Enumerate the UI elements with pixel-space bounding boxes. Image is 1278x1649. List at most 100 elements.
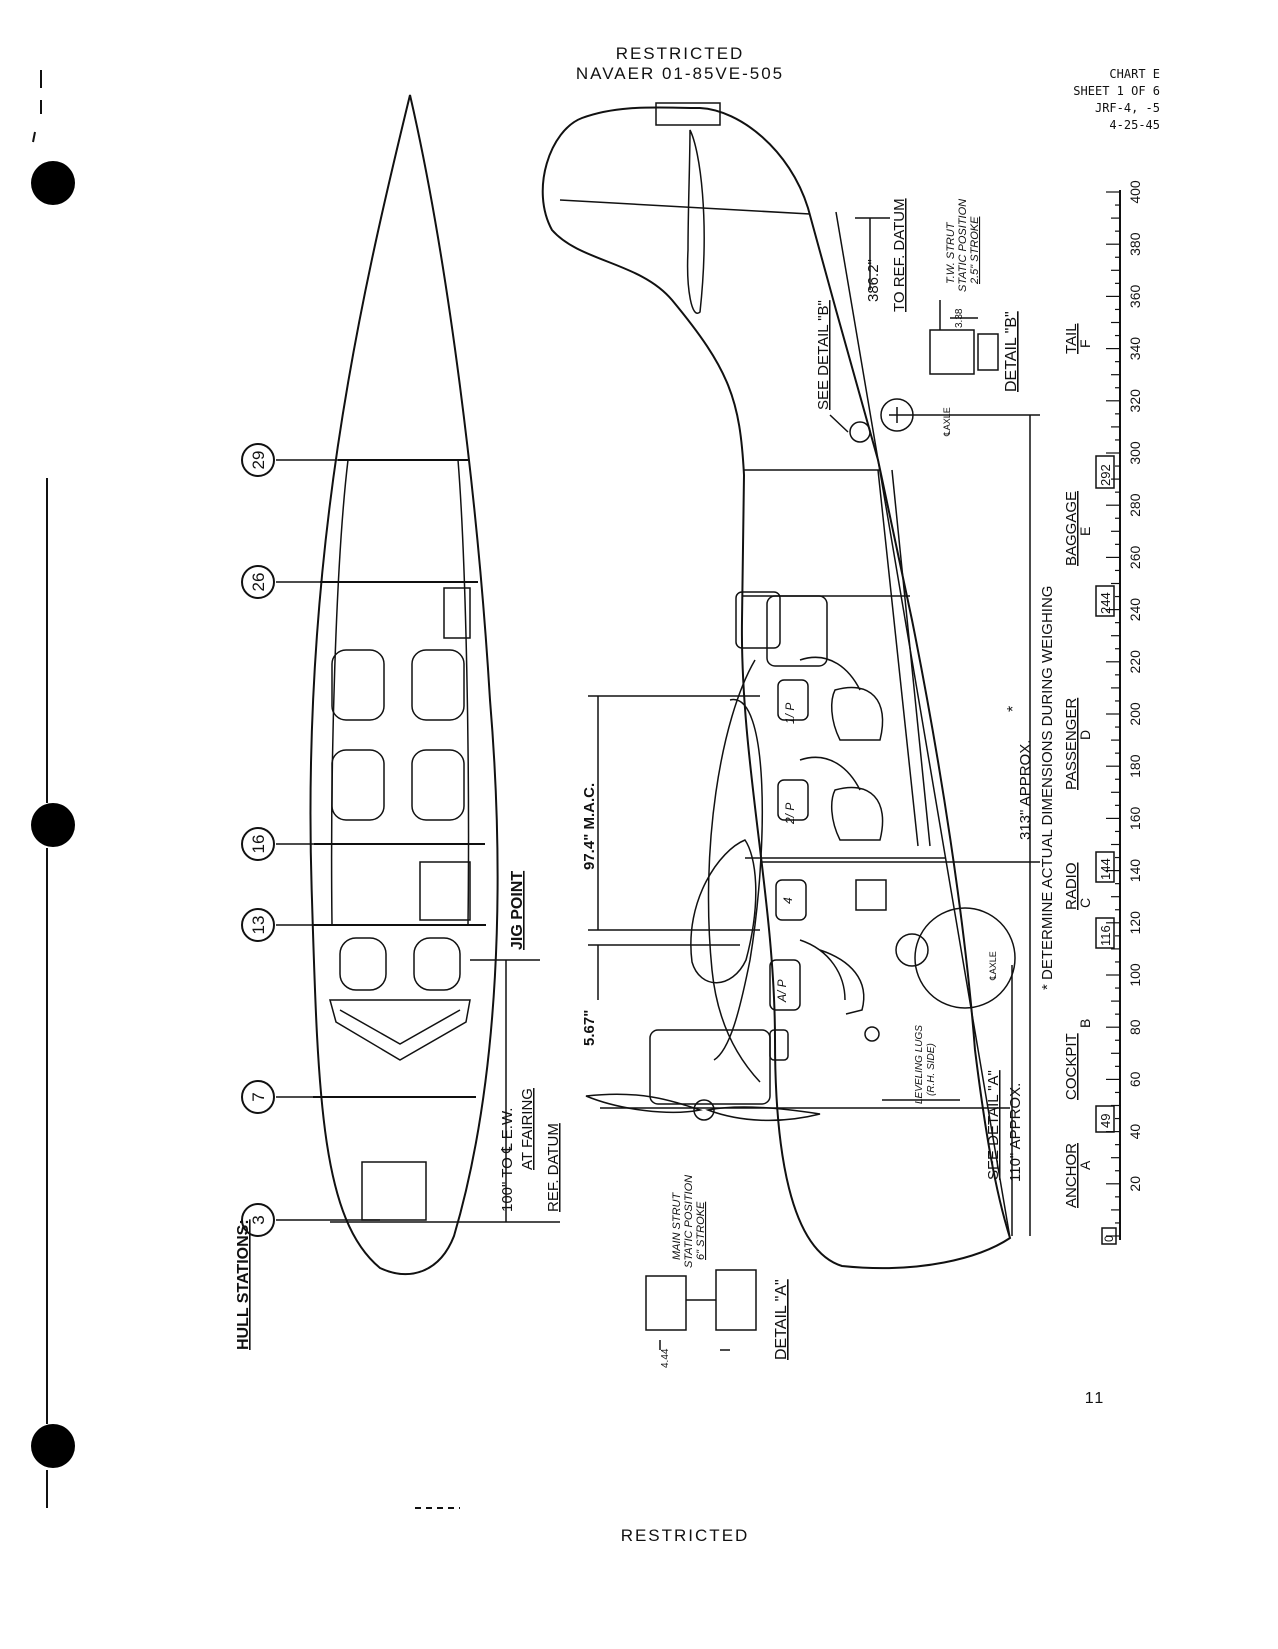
engine-nacelle <box>649 1029 771 1105</box>
station-box-49 <box>1095 1105 1115 1133</box>
plan-passenger-seat-1 <box>331 649 385 721</box>
cabin-window-3 <box>775 879 807 921</box>
comp-baggage-station: 292 <box>1098 464 1113 486</box>
detail-a-title: DETAIL "A" <box>773 1279 790 1360</box>
plan-passenger-seat-2 <box>411 649 465 721</box>
scale-label: 380 <box>1127 232 1143 256</box>
leveling-lug <box>864 1026 880 1042</box>
scale-tick-marks <box>1106 191 1120 1237</box>
scale-label: 140 <box>1127 859 1143 883</box>
baggage-door <box>735 591 781 649</box>
scale-label: 180 <box>1127 754 1143 778</box>
side-dimensions <box>588 217 1040 1236</box>
sheet-info: CHART E SHEET 1 OF 6 JRF-4, -5 4-25-45 <box>1000 66 1160 134</box>
seat-label-1: 1/ P <box>783 703 797 724</box>
seat-side-cockpit <box>799 939 865 1015</box>
aft-cabin-window <box>766 595 828 667</box>
comp-cockpit-letter: B <box>1077 1019 1093 1028</box>
station-box-292 <box>1095 455 1115 489</box>
axle-main-centerline: ℄ <box>988 974 998 981</box>
hull-stations-title: HULL STATIONS: <box>235 1219 252 1350</box>
station-circle-13 <box>241 908 275 942</box>
scale-label: 200 <box>1127 702 1143 726</box>
plan-passenger-seat-4 <box>411 749 465 821</box>
comp-passenger: PASSENGER <box>1063 698 1080 790</box>
binder-hole-middle <box>31 803 75 847</box>
tail-dim-label: 386.2" <box>865 259 882 302</box>
axle-label-tail: ℄AXLE <box>942 407 952 437</box>
sheet-chart: CHART E <box>1109 67 1160 81</box>
scale-label: 20 <box>1127 1176 1143 1192</box>
station-markers <box>241 443 275 1237</box>
comp-cockpit: COCKPIT <box>1063 1033 1080 1100</box>
plan-anchor-hatch <box>361 1161 427 1221</box>
tail-cap <box>655 102 721 126</box>
sheet-number: SHEET 1 OF 6 <box>1073 84 1160 98</box>
plan-cockpit-panel <box>329 999 471 1061</box>
seat-label-3: 4 <box>781 897 795 904</box>
cabin-window-2 <box>777 779 809 821</box>
plan-aux-box-aft <box>443 587 471 639</box>
side-view <box>541 102 1016 1270</box>
station-number-16: 16 <box>249 835 268 854</box>
propeller-blade-1 <box>585 1093 703 1114</box>
header-classification: RESTRICTED <box>615 44 745 63</box>
detail-b-title: DETAIL "B" <box>1003 311 1020 392</box>
scale-label: 120 <box>1127 911 1143 935</box>
station-number-13: 13 <box>249 916 268 935</box>
at-fairing-label: AT FAIRING <box>519 1088 536 1170</box>
comp-anchor: ANCHOR <box>1063 1143 1080 1208</box>
comp-radio-letter: C <box>1077 898 1093 908</box>
detail-b-line2: STATIC POSITION <box>957 199 969 292</box>
scale-label: 340 <box>1127 337 1143 361</box>
comp-anchor-station: 49 <box>1098 1114 1113 1128</box>
scale-label: 400 <box>1127 180 1143 204</box>
main-wheel <box>914 907 1016 1009</box>
station-number-26: 26 <box>249 573 268 592</box>
scale-label: 40 <box>1127 1124 1143 1140</box>
scale-origin: 0 <box>1102 1235 1116 1242</box>
main-wheel-hub <box>895 933 929 967</box>
cockpit-window-1 <box>769 959 801 1011</box>
station-circle-26 <box>241 565 275 599</box>
binder-hole-top <box>31 161 75 205</box>
station-number-29: 29 <box>249 451 268 470</box>
binder-hole-bottom <box>31 1424 75 1468</box>
scale-label: 300 <box>1127 441 1143 465</box>
station-number-7: 7 <box>249 1092 268 1101</box>
detail-a-line2: STATIC POSITION <box>683 1175 695 1268</box>
scale-label: 160 <box>1127 807 1143 831</box>
station-number-3: 3 <box>249 1215 268 1224</box>
header-doc-number: NAVAER 01-85VE-505 <box>575 64 785 83</box>
comp-radio: RADIO <box>1063 862 1080 910</box>
determine-label: * DETERMINE ACTUAL DIMENSIONS DURING WEI… <box>1039 586 1056 990</box>
station-circle-3 <box>241 1203 275 1237</box>
detail-b-sketch <box>929 300 999 375</box>
wing-airfoil <box>690 839 757 984</box>
scale-label: 60 <box>1127 1071 1143 1087</box>
detail-a-sketch <box>645 1269 757 1351</box>
station-box-116 <box>1095 917 1115 949</box>
plan-passenger-seat-3 <box>331 749 385 821</box>
cabin-floor-line <box>877 469 919 847</box>
comp-passenger-letter: D <box>1077 730 1093 740</box>
axle-label-main: ℄AXLE <box>988 951 998 981</box>
cabin-floor-line-2 <box>891 469 931 847</box>
hull-side-outline <box>541 106 1012 1270</box>
scale-origin-box <box>1101 1227 1117 1245</box>
detail-b-line1: T.W. STRUT <box>945 221 957 284</box>
comp-tail-letter: F <box>1077 339 1093 348</box>
station-scale <box>1101 190 1121 1245</box>
seat-label-2: 2/ P <box>783 803 797 825</box>
ref-datum-label: REF. DATUM <box>545 1123 562 1212</box>
station-box-244 <box>1095 585 1115 617</box>
plan-cabin-floor <box>330 459 470 926</box>
comp-baggage-letter: E <box>1077 527 1093 536</box>
mac-label: 97.4" M.A.C. <box>581 783 598 870</box>
sheet-date: 4-25-45 <box>1109 118 1160 132</box>
footer-classification: RESTRICTED <box>620 1526 750 1545</box>
jig-point-label: JIG POINT <box>509 871 526 950</box>
fin-leading-edge <box>559 199 811 215</box>
comp-radio-station-116: 116 <box>1098 925 1113 946</box>
comp-radio-station-144: 144 <box>1098 858 1113 880</box>
